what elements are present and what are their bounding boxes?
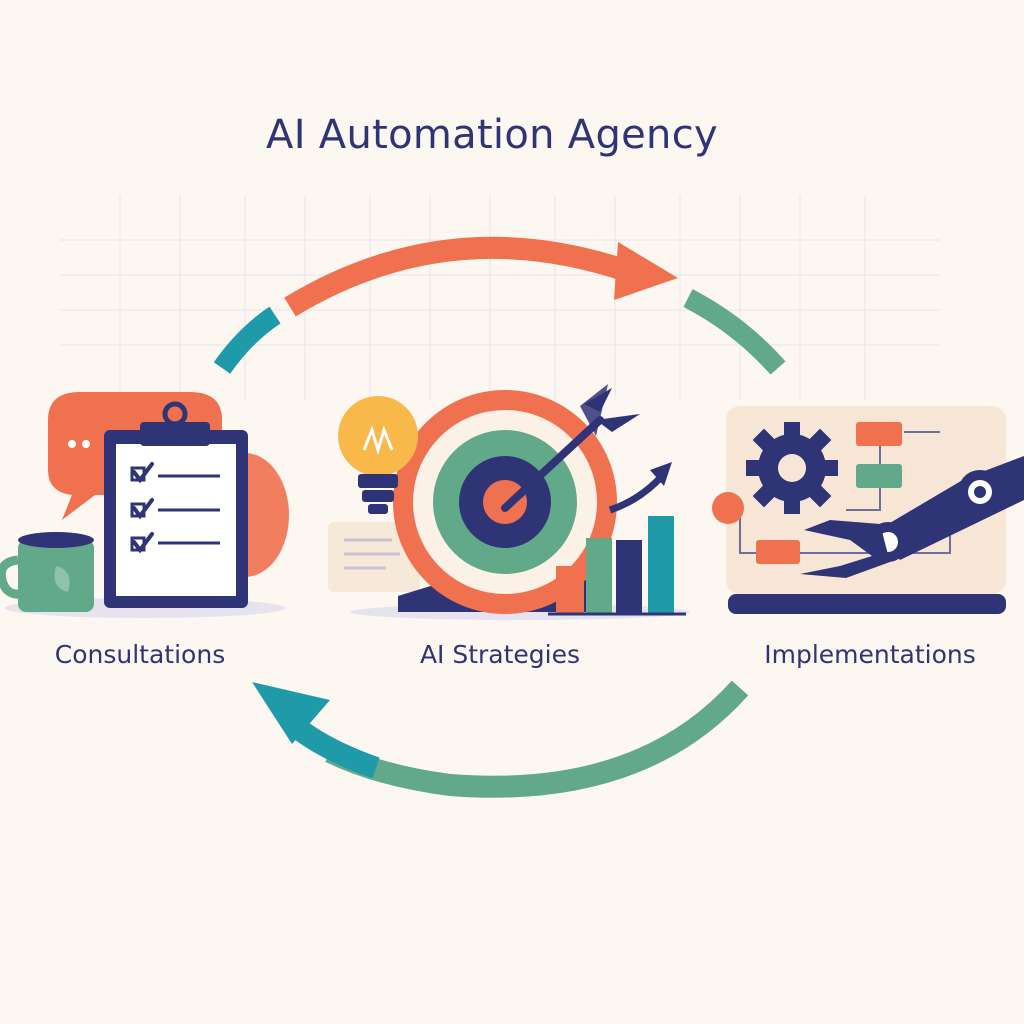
background-grid [60,195,940,400]
step-label-consultations: Consultations [54,640,226,669]
clipboard-checklist-icon [0,392,289,618]
top-arrow-head-icon [614,242,678,300]
target-arrow-icon [328,384,690,620]
page-title: AI Automation Agency [266,112,718,158]
bottom-arrow-head-icon [252,682,330,744]
bottom-cycle-arrow [293,680,749,798]
step-label-implementations: Implementations [764,640,976,669]
robot-arm-workflow-icon [712,406,1024,614]
step-label-ai-strategies: AI Strategies [419,640,581,669]
top-cycle-arrow [213,236,786,375]
